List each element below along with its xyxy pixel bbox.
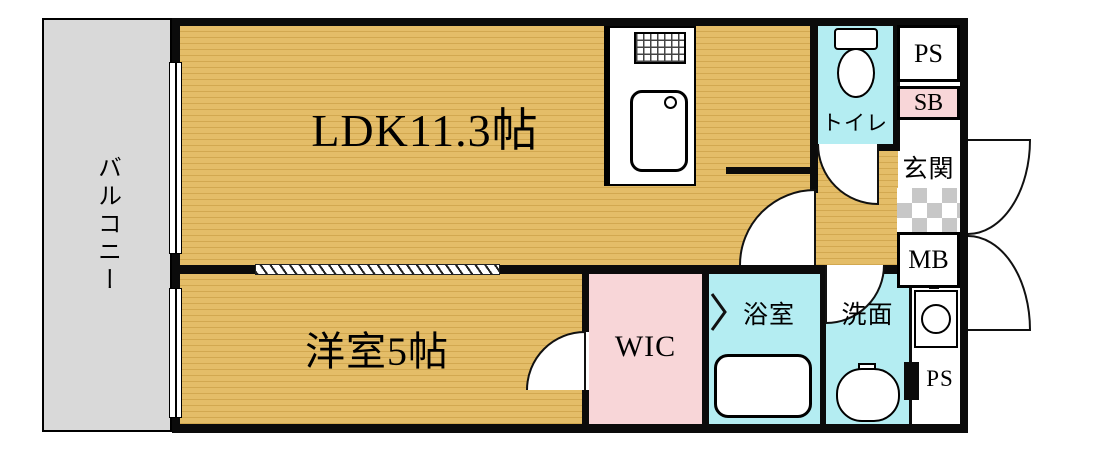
wall-toilet-bottom-b: [878, 144, 900, 151]
western-room-label: 洋室5帖: [305, 329, 449, 374]
kitchen-sink-icon: [630, 90, 688, 172]
ldk-balcony-window: [169, 62, 182, 254]
sliding-door-hatch: [255, 264, 500, 275]
ldk-floor: [180, 26, 810, 265]
door-arc-entrance-lower: [967, 235, 1032, 331]
toilet-bowl-icon: [837, 48, 875, 98]
western-balcony-window: [169, 288, 182, 418]
washbasin-icon: [836, 368, 900, 422]
bathtub-icon: [714, 354, 812, 418]
wic-floor: [589, 274, 702, 424]
pipe-space-top-box: PS: [897, 25, 960, 82]
wall-mid-horizontal-b: [884, 265, 898, 274]
entrance-label: 玄関: [902, 156, 955, 183]
window-glass-line: [174, 289, 177, 417]
ldk-label: LDK11.3帖: [311, 105, 539, 156]
wall-top: [172, 18, 968, 26]
shoe-box: SB: [897, 86, 960, 120]
door-arc-entrance-upper: [967, 139, 1032, 235]
balcony-label: バルコニー: [93, 155, 120, 295]
bathroom-label: 浴室: [742, 302, 795, 329]
wall-bath-washroom: [820, 265, 826, 433]
entrance-tile-pattern: [897, 188, 960, 232]
toilet-tank-icon: [834, 28, 878, 50]
wall-ldk-hallway: [810, 18, 818, 193]
balcony-area: [42, 18, 172, 432]
wall-washroom-laundry: [909, 274, 912, 424]
toilet-label: トイレ: [822, 111, 888, 135]
stove-icon: [634, 32, 686, 64]
meter-box: MB: [897, 232, 960, 288]
wic-label: WIC: [614, 330, 677, 363]
wall-wic-bath: [702, 265, 709, 433]
wall-bottom: [172, 424, 968, 433]
hallway-floor: [815, 151, 898, 265]
wall-western-wic-b: [582, 390, 589, 433]
wall-toilet-right: [893, 18, 900, 151]
washroom-label: 洗面: [841, 302, 894, 329]
wall-western-wic-a: [582, 265, 589, 332]
wall-toilet-bottom-a: [810, 144, 818, 151]
washing-machine-drum-icon: [921, 304, 951, 334]
meter-box-label: MB: [908, 245, 949, 274]
pipe-space-bottom-label: PS: [926, 366, 954, 391]
sink-faucet-icon: [664, 96, 677, 109]
western-room-floor: [180, 274, 582, 424]
window-glass-line: [174, 63, 177, 253]
wall-stub: [726, 167, 818, 174]
pipe-space-bottom-shaft: [904, 362, 919, 400]
pipe-space-top-label: PS: [914, 38, 943, 68]
wall-right: [960, 18, 968, 433]
shoe-box-label: SB: [913, 89, 944, 116]
